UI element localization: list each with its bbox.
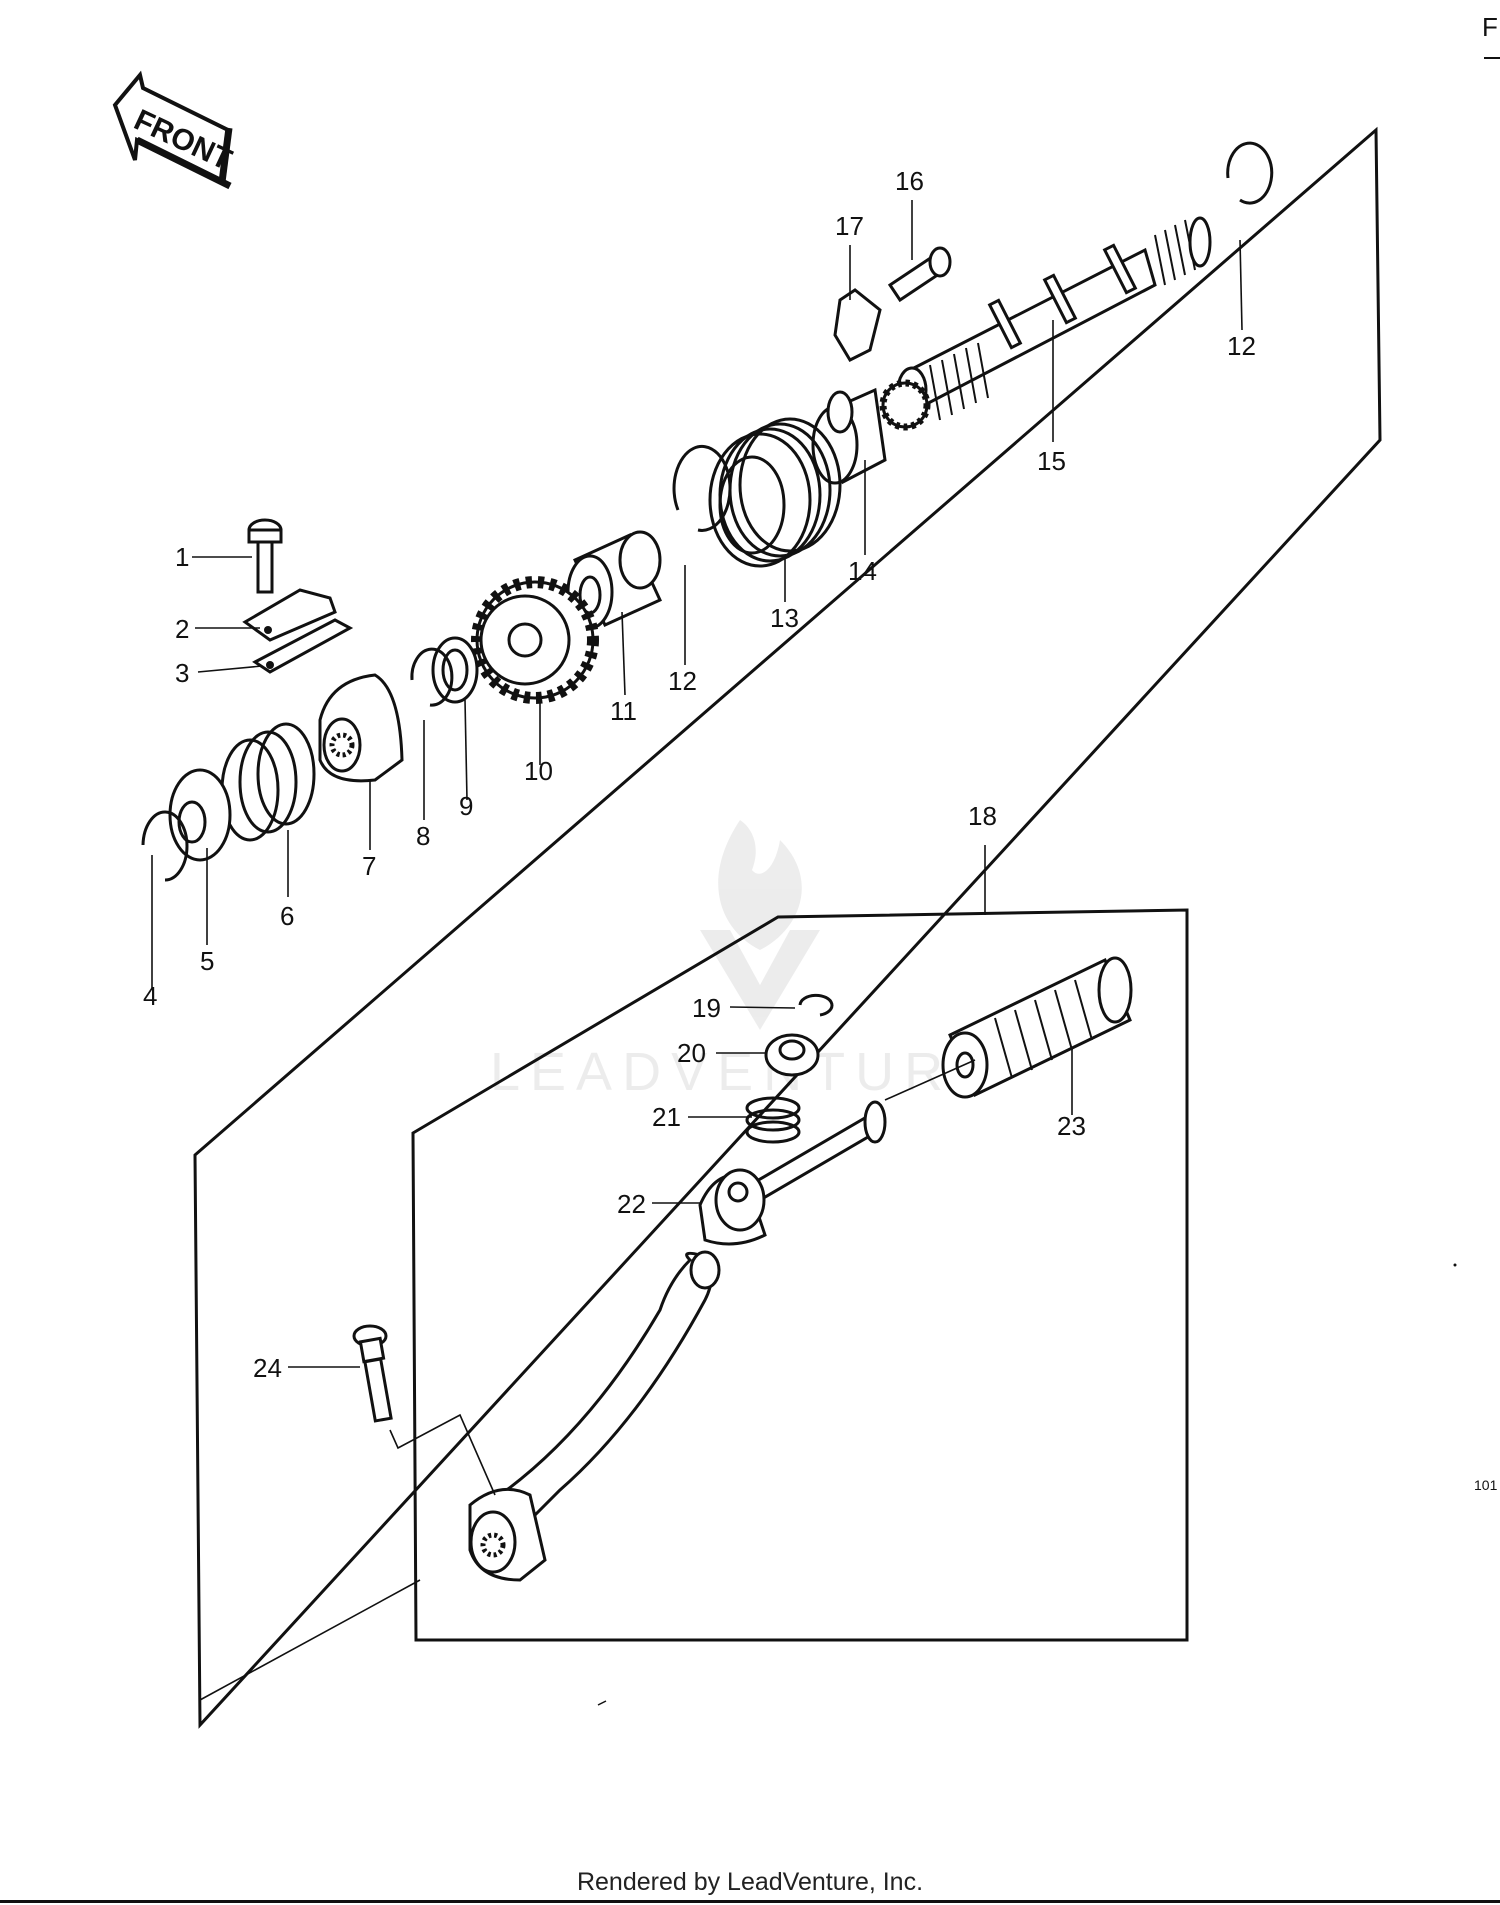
- corner-letter: F: [1482, 12, 1498, 42]
- watermark-text: LEADVENTURE: [490, 1042, 999, 1102]
- callout-labels: 1 2 3 4 5 6 7 8 9 10 11 12 12 13 14 15 1…: [143, 166, 1256, 1383]
- circlip-4: [141, 810, 189, 882]
- circlip-12-left: [672, 444, 732, 532]
- callout-22: 22: [617, 1189, 646, 1219]
- pivot-22: [698, 1100, 887, 1246]
- callout-1: 1: [175, 542, 189, 572]
- callout-16: 16: [895, 166, 924, 196]
- bolt-1: [247, 518, 283, 594]
- callout-7: 7: [362, 851, 376, 881]
- callout-13: 13: [770, 603, 799, 633]
- plate-17: [833, 288, 882, 362]
- callout-18: 18: [968, 801, 997, 831]
- kickstarter-shaft: [879, 216, 1212, 431]
- gear-10: [471, 576, 599, 704]
- ratchet-7: [318, 673, 404, 783]
- front-arrow-icon: FRONT: [112, 70, 237, 190]
- callout-9: 9: [459, 791, 473, 821]
- bolt-24: [352, 1324, 393, 1423]
- cap-20: [764, 1033, 820, 1077]
- callout-10: 10: [524, 756, 553, 786]
- assembly-outline: [193, 126, 1382, 1729]
- callout-5: 5: [200, 946, 214, 976]
- callout-19: 19: [692, 993, 721, 1023]
- callout-11: 11: [610, 696, 637, 726]
- callout-3: 3: [175, 658, 189, 688]
- callout-23: 23: [1057, 1111, 1086, 1141]
- plate-2: [242, 588, 337, 642]
- spring-13: [708, 417, 842, 568]
- circlip-19: [798, 993, 834, 1017]
- kick-pedal-outline: [411, 908, 1189, 1642]
- callout-15: 15: [1037, 446, 1066, 476]
- callout-2: 2: [175, 614, 189, 644]
- bolt-16: [887, 246, 952, 303]
- callout-14: 14: [848, 556, 877, 586]
- callout-20: 20: [677, 1038, 706, 1068]
- kick-lever: [468, 1250, 721, 1582]
- callout-12-left: 12: [668, 666, 697, 696]
- circlip-8: [410, 647, 454, 707]
- footer-rule: [0, 1900, 1500, 1903]
- side-code: 101: [1474, 1477, 1498, 1493]
- callout-6: 6: [280, 901, 294, 931]
- circlip-12-right: [1226, 141, 1274, 205]
- leader-lines: [151, 200, 1243, 1368]
- callout-8: 8: [416, 821, 430, 851]
- callout-17: 17: [835, 211, 864, 241]
- spring-6: [220, 722, 316, 842]
- callout-21: 21: [652, 1102, 681, 1132]
- sleeve-14: [811, 387, 887, 485]
- callout-4: 4: [143, 981, 157, 1011]
- callout-24: 24: [253, 1353, 282, 1383]
- collar-11: [566, 530, 662, 630]
- plate-3: [252, 618, 354, 674]
- footer-credit: Rendered by LeadVenture, Inc.: [576, 1868, 924, 1896]
- callout-12-right: 12: [1227, 331, 1256, 361]
- watermark: LEADVENTURE: [490, 820, 999, 1102]
- spring-21: [745, 1096, 801, 1144]
- rubber-23: [941, 956, 1133, 1099]
